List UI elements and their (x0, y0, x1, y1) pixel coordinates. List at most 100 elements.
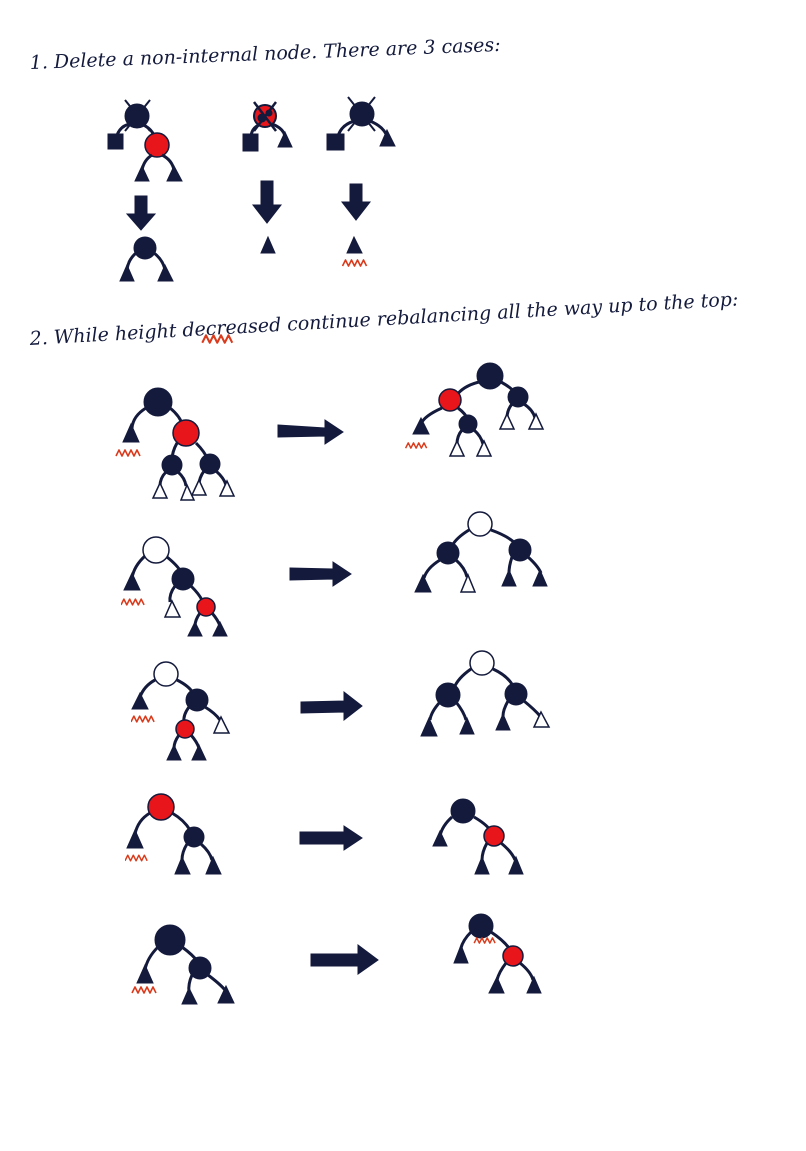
subtree-triangle (122, 422, 140, 443)
heading-step-1: 1. Delete a non-internal node. There are… (29, 34, 501, 74)
rebalancing-cases (115, 362, 551, 1005)
case-3 (326, 96, 396, 267)
subtree-triangle (123, 571, 141, 591)
white-subtree (218, 479, 236, 497)
row-3-after (420, 650, 551, 737)
transform-arrow (310, 944, 379, 975)
subtree-triangle (174, 855, 191, 875)
red-node (172, 419, 200, 447)
subtree-triangle (495, 712, 511, 731)
red-node (144, 132, 170, 158)
white-node (142, 536, 170, 564)
down-arrow (125, 195, 157, 231)
row-1-after (405, 362, 545, 457)
subtree-triangle (508, 855, 524, 875)
height-decreased-marker (473, 937, 496, 944)
black-node (450, 798, 476, 824)
black-node (154, 924, 186, 956)
subtree-triangle (205, 855, 222, 875)
subtree-triangle (379, 128, 396, 147)
subtree-triangle (532, 568, 548, 587)
black-node (507, 386, 529, 408)
subtree-triangle (126, 828, 144, 849)
height-decreased-marker (131, 715, 155, 723)
subtree-triangle (412, 416, 430, 435)
transform-arrow (289, 561, 352, 587)
height-decreased-marker (342, 259, 368, 267)
subtree-triangle (420, 716, 438, 737)
black-node (161, 454, 183, 476)
black-node (143, 387, 173, 417)
red-node (438, 388, 462, 412)
transform-arrow (299, 825, 363, 851)
subtree-triangle (432, 829, 448, 847)
row-5-before (131, 924, 235, 1005)
black-node (458, 414, 478, 434)
black-node (476, 362, 504, 390)
subtree-triangle (217, 984, 235, 1004)
down-arrow (340, 183, 372, 221)
subtree-triangle (181, 986, 198, 1005)
white-subtree (532, 710, 551, 728)
subtree-triangle (526, 975, 542, 994)
subtree-triangle (119, 263, 135, 282)
white-subtree (459, 573, 477, 593)
row-1-before (115, 387, 236, 501)
subtree-triangle (453, 943, 469, 964)
height-decreased-marker (121, 598, 145, 606)
subtree-triangle (277, 130, 293, 148)
height-decreased-marker (405, 442, 428, 449)
leaf-square (107, 133, 124, 150)
subtree-triangle (346, 235, 363, 254)
white-subtree (448, 439, 466, 457)
leaf-square (242, 133, 259, 152)
row-3-before (131, 661, 231, 761)
row-5-after (453, 913, 542, 994)
subtree-triangle (166, 743, 182, 761)
black-node (183, 826, 205, 848)
subtree-triangle (260, 235, 276, 254)
white-node (469, 650, 495, 676)
row-2-before (121, 536, 228, 637)
white-node (467, 511, 493, 537)
deletion-cases (107, 96, 396, 282)
subtree-triangle (131, 691, 149, 710)
heading-step-2-group: 2. While height decreased continue rebal… (28, 288, 739, 350)
black-node (435, 682, 461, 708)
height-decreased-marker (131, 986, 157, 994)
black-node (188, 956, 212, 980)
black-node (199, 453, 221, 475)
subtree-triangle (459, 716, 475, 735)
deleted-node-case-3 (347, 96, 376, 132)
white-subtree (163, 599, 182, 618)
subtree-triangle (488, 975, 505, 994)
black-node (171, 567, 195, 591)
black-node (504, 682, 528, 706)
subtree-triangle (136, 963, 154, 984)
red-node (147, 793, 175, 821)
white-subtree (190, 478, 208, 496)
height-decreased-marker (125, 854, 148, 862)
subtree-triangle (191, 743, 207, 761)
down-arrow (251, 180, 283, 224)
subtree-triangle (157, 263, 174, 282)
white-node (153, 661, 179, 687)
black-node (468, 913, 494, 939)
white-subtree (475, 439, 493, 457)
subtree-triangle (166, 164, 183, 182)
black-node (508, 538, 532, 562)
subtree-triangle (501, 568, 517, 587)
white-subtree (498, 412, 516, 430)
black-node (133, 236, 157, 260)
row-4-before (125, 793, 222, 875)
subtree-triangle (134, 164, 150, 182)
black-node (436, 541, 460, 565)
red-node (175, 719, 195, 739)
white-subtree (212, 715, 231, 734)
white-subtree (527, 412, 545, 430)
row-2-after (414, 511, 548, 593)
heading-step-2: 2. While height decreased continue rebal… (28, 288, 739, 350)
subtree-triangle (474, 855, 490, 875)
case-1 (107, 99, 183, 282)
